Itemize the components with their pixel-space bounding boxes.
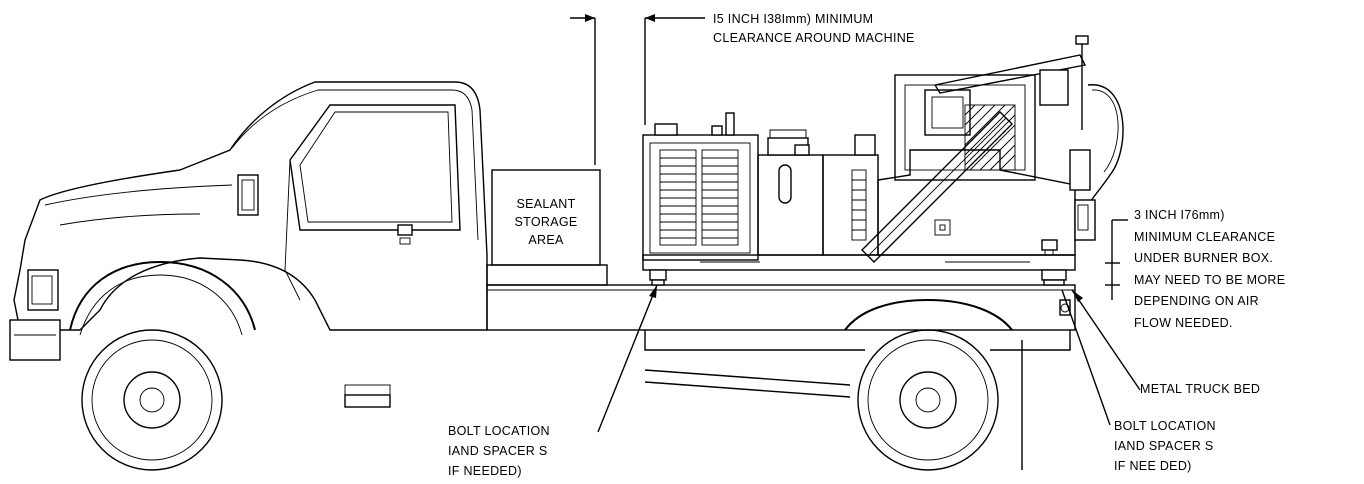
- sealant-storage-label: SEALANT STORAGE AREA: [515, 197, 578, 247]
- metal-truck-bed-label: METAL TRUCK BED: [1140, 382, 1260, 396]
- bolt-right-line-2: IAND SPACER S: [1114, 439, 1214, 453]
- sealant-label-line-3: AREA: [528, 233, 564, 247]
- bolt-location-right-label: BOLT LOCATION IAND SPACER S IF NEE DED): [1114, 419, 1216, 473]
- engine-grille: [659, 149, 739, 246]
- bolt-left-line-3: IF NEEDED): [448, 464, 522, 478]
- clearance-around-machine-label: I5 INCH I38Imm) MINIMUM CLEARANCE AROUND…: [713, 12, 915, 45]
- bolt-left-line-2: IAND SPACER S: [448, 444, 548, 458]
- truck-cab: [9, 81, 488, 361]
- burner-label-line-1: 3 INCH I76mm): [1134, 208, 1225, 222]
- top-clearance-dimension: [570, 14, 705, 165]
- bolt-right-line-3: IF NEE DED): [1114, 459, 1192, 473]
- burner-label-line-4: MAY NEED TO BE MORE: [1134, 273, 1285, 287]
- sealant-label-line-1: SEALANT: [516, 197, 575, 211]
- front-wheel: [81, 329, 223, 471]
- burner-label-line-2: MINIMUM CLEARANCE: [1134, 230, 1275, 244]
- rear-wheel: [857, 329, 999, 471]
- burner-label-line-3: UNDER BURNER BOX.: [1134, 251, 1273, 265]
- leader-lines: [597, 284, 1141, 433]
- sealant-storage-box: [491, 169, 601, 266]
- sealant-machine: [642, 35, 1124, 316]
- clearance-label-line-2: CLEARANCE AROUND MACHINE: [713, 31, 915, 45]
- burner-label-line-5: DEPENDING ON AIR: [1134, 294, 1259, 308]
- burner-label-line-6: FLOW NEEDED.: [1134, 316, 1233, 330]
- sealant-label-line-2: STORAGE: [515, 215, 578, 229]
- rear-fender: [844, 298, 1013, 331]
- burner-clearance-dimension: [1105, 219, 1128, 300]
- bolt-left-line-1: BOLT LOCATION: [448, 424, 550, 438]
- bolt-location-left-label: BOLT LOCATION IAND SPACER S IF NEEDED): [448, 424, 550, 478]
- clearance-label-line-1: I5 INCH I38Imm) MINIMUM: [713, 12, 873, 26]
- truck-bed: [344, 264, 1076, 470]
- burner-clearance-label: 3 INCH I76mm) MINIMUM CLEARANCE UNDER BU…: [1134, 208, 1285, 330]
- bolt-right-line-1: BOLT LOCATION: [1114, 419, 1216, 433]
